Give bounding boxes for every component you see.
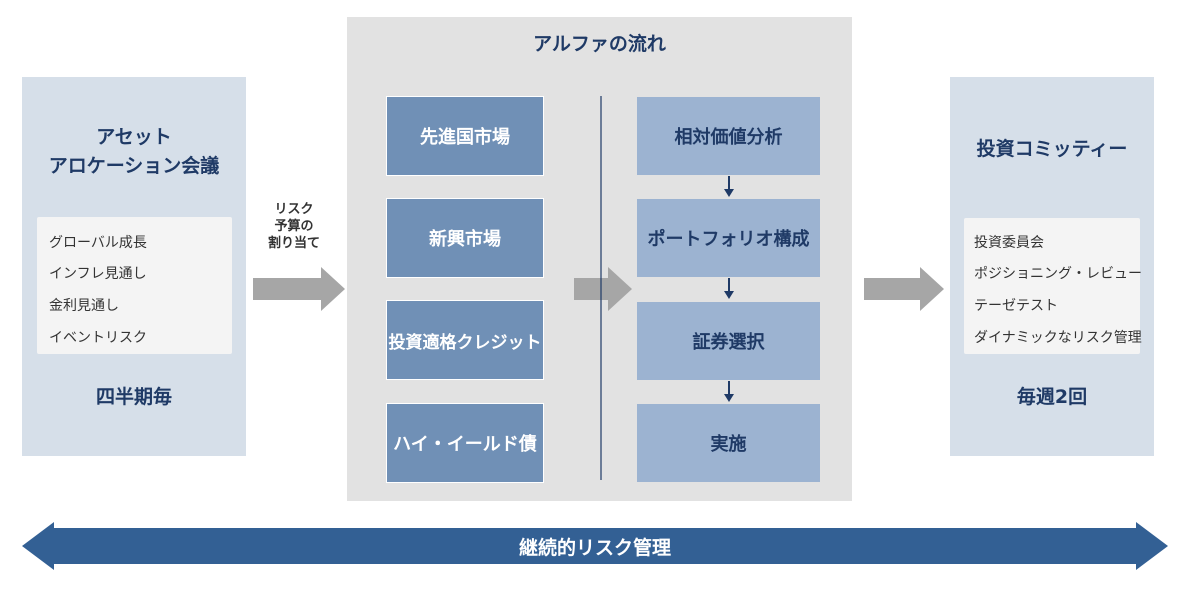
market-box: 投資適格クレジット — [386, 300, 544, 380]
list-item: テーゼテスト — [974, 298, 1058, 314]
process-step-box: 相対価値分析 — [637, 97, 820, 175]
market-box: 先進国市場 — [386, 96, 544, 176]
divider-line — [600, 96, 602, 480]
double-headed-arrow-icon — [22, 522, 1168, 570]
list-item: グローバル成長 — [49, 235, 147, 251]
title-line: アセット — [96, 126, 172, 148]
risk-budget-label: リスク 予算の 割り当て — [258, 201, 330, 252]
panel-title: 投資コミッティー — [976, 138, 1128, 160]
investment-committee-panel: 投資コミッティー 投資委員会 ポジショニング・レビュー テーゼテスト ダイナミッ… — [950, 77, 1154, 456]
process-step-box: ポートフォリオ構成 — [637, 199, 820, 277]
list-item: 投資委員会 — [974, 235, 1044, 251]
topics-box: 投資委員会 ポジショニング・レビュー テーゼテスト ダイナミックなリスク管理 — [964, 218, 1142, 354]
market-box: 新興市場 — [386, 198, 544, 278]
label-line: 割り当て — [267, 236, 320, 251]
list-item: ポジショニング・レビュー — [974, 266, 1142, 282]
list-item: イベントリスク — [49, 330, 147, 346]
frequency-label: 四半期毎 — [95, 386, 172, 408]
risk-management-arrow: 継続的リスク管理 — [22, 522, 1168, 570]
bottom-arrow-label: 継続的リスク管理 — [518, 536, 671, 559]
down-arrow-icon — [724, 381, 734, 402]
label-line: 予算の — [274, 219, 314, 234]
list-item: ダイナミックなリスク管理 — [974, 330, 1142, 346]
market-box: ハイ・イールド債 — [386, 403, 544, 483]
label-line: リスク — [274, 202, 314, 217]
process-step-box: 証券選択 — [637, 302, 820, 380]
right-arrow-icon — [864, 267, 944, 311]
down-arrow-icon — [724, 176, 734, 197]
title-line: アロケーション会議 — [48, 155, 220, 177]
panel-title: アルファの流れ — [533, 33, 666, 55]
list-item: インフレ見通し — [49, 266, 147, 282]
down-arrow-icon — [724, 278, 734, 299]
frequency-label: 毎週2回 — [1016, 386, 1088, 408]
asset-allocation-panel: アセット アロケーション会議 グローバル成長 インフレ見通し 金利見通し イベン… — [22, 77, 246, 456]
process-step-box: 実施 — [637, 404, 820, 482]
right-arrow-icon — [574, 267, 632, 311]
right-arrow-icon — [253, 267, 345, 311]
list-item: 金利見通し — [49, 298, 119, 314]
topics-box: グローバル成長 インフレ見通し 金利見通し イベントリスク — [37, 217, 232, 354]
panel-title: アセット アロケーション会議 — [22, 123, 246, 181]
